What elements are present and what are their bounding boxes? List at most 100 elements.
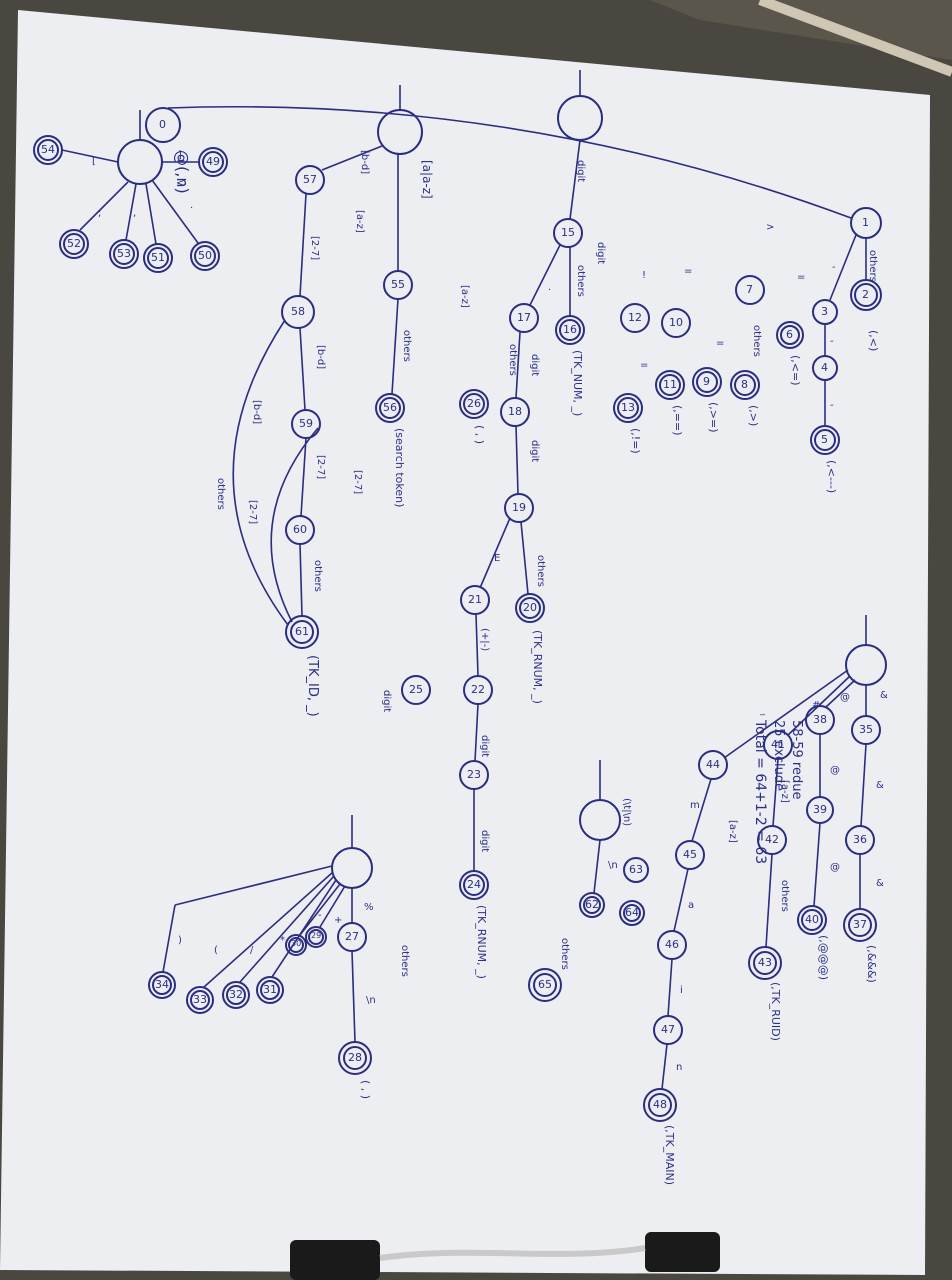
state-25: 25 (409, 683, 423, 696)
state-62: 62 (585, 898, 599, 911)
state-44: 44 (706, 758, 720, 771)
edge-label: [a|a-z] (420, 160, 434, 199)
state-60: 60 (293, 523, 307, 536)
state-29: 29 (311, 931, 322, 940)
state-22: 22 (471, 683, 485, 696)
state-57: 57 (303, 173, 317, 186)
edge-label: digit (479, 735, 490, 758)
state-50: 50 (198, 249, 212, 262)
state-45: 45 (683, 848, 697, 861)
machine-numbers (401, 70, 603, 900)
edge-label: others (215, 478, 226, 510)
edge-label: = (716, 338, 725, 349)
edge-label: [a-z] (727, 820, 738, 843)
edge-label: - (830, 400, 834, 411)
state-18: 18 (508, 405, 522, 418)
machine-special (643, 615, 887, 1122)
edge-label: others (399, 945, 410, 977)
edge-label: [2-7] (352, 470, 363, 495)
state-15: 15 (561, 226, 575, 239)
state-52: 52 (67, 237, 81, 250)
state-40: 40 (805, 913, 819, 926)
edge-label: others (779, 880, 790, 912)
state-61: 61 (295, 625, 309, 638)
state-26: 26 (467, 397, 481, 410)
edge-label: [b-d] (251, 400, 262, 425)
edge-label: others (559, 938, 570, 970)
state-51: 51 (151, 251, 165, 264)
state-31: 31 (263, 983, 277, 996)
edge-label: digit (381, 690, 392, 713)
state-32: 32 (229, 988, 243, 1001)
machine-relational (145, 105, 882, 455)
state-4: 4 (821, 361, 828, 374)
paper-sheet (0, 10, 930, 1275)
edge-label: others (507, 344, 518, 376)
edge-label: + (334, 915, 343, 926)
edge-label: a (688, 900, 695, 911)
state-28: 28 (348, 1051, 362, 1064)
edge-label: # (812, 700, 821, 711)
state-46: 46 (665, 938, 679, 951)
state-63: 63 (629, 863, 643, 876)
edge-label: & (876, 878, 884, 889)
edge-label: i (680, 985, 683, 996)
edge-label: ) (178, 935, 182, 946)
state-64: 64 (625, 906, 639, 919)
edge-label: ; (98, 208, 102, 219)
state-3: 3 (821, 305, 828, 318)
edge-label: \n (366, 995, 376, 1006)
edge-label: n (676, 1062, 683, 1073)
machine-operators (148, 815, 373, 1075)
state-36: 36 (853, 833, 867, 846)
state-0: 0 (159, 118, 166, 131)
state-6: 6 (786, 328, 793, 341)
state-13: 13 (621, 401, 635, 414)
edge-label: = (797, 272, 806, 283)
state-34: 34 (155, 978, 169, 991)
edge-label: (+|-) (479, 628, 490, 652)
edge-label: others (312, 560, 323, 592)
edge-label: = (640, 360, 649, 371)
edge-label: . (548, 282, 552, 293)
edge-label: others (751, 325, 762, 357)
edge-label: * (280, 935, 285, 946)
state-39: 39 (813, 803, 827, 816)
edge-label: [b-d] (315, 345, 326, 370)
state-7: 7 (746, 283, 753, 296)
state-30: 30 (291, 939, 302, 948)
state-54: 54 (41, 143, 55, 156)
edge-label: @ (830, 765, 840, 776)
edge-label: % (364, 902, 374, 913)
edge-label: others (535, 555, 546, 587)
edge-label: , (133, 208, 137, 219)
state-12: 12 (628, 311, 642, 324)
edge-label: @ (830, 862, 840, 873)
state-53: 53 (117, 247, 131, 260)
state-59: 59 (299, 417, 313, 430)
state-35: 35 (859, 723, 873, 736)
state-9: 9 (703, 375, 710, 388)
state-11: 11 (663, 378, 677, 391)
state-17: 17 (517, 311, 531, 324)
edge-label: - (832, 262, 836, 273)
state-41: 41 (771, 738, 785, 751)
edge-label: digit (529, 440, 540, 463)
edge-label: & (876, 780, 884, 791)
edge-label: [2-7] (315, 455, 326, 480)
edge-label: digit (529, 354, 540, 377)
edge-label: = (684, 266, 693, 277)
edge-label: ( (214, 945, 218, 956)
state-38: 38 (813, 713, 827, 726)
edge-label: - (318, 910, 322, 921)
edge-label: digit (479, 830, 490, 853)
machine-comments (528, 760, 649, 1002)
edge-label: digit (595, 242, 606, 265)
state-10: 10 (669, 316, 683, 329)
edge-label: > (766, 222, 775, 233)
edge-label: - (830, 336, 834, 347)
edge-label: E (494, 553, 501, 564)
state-16: 16 (563, 323, 577, 336)
